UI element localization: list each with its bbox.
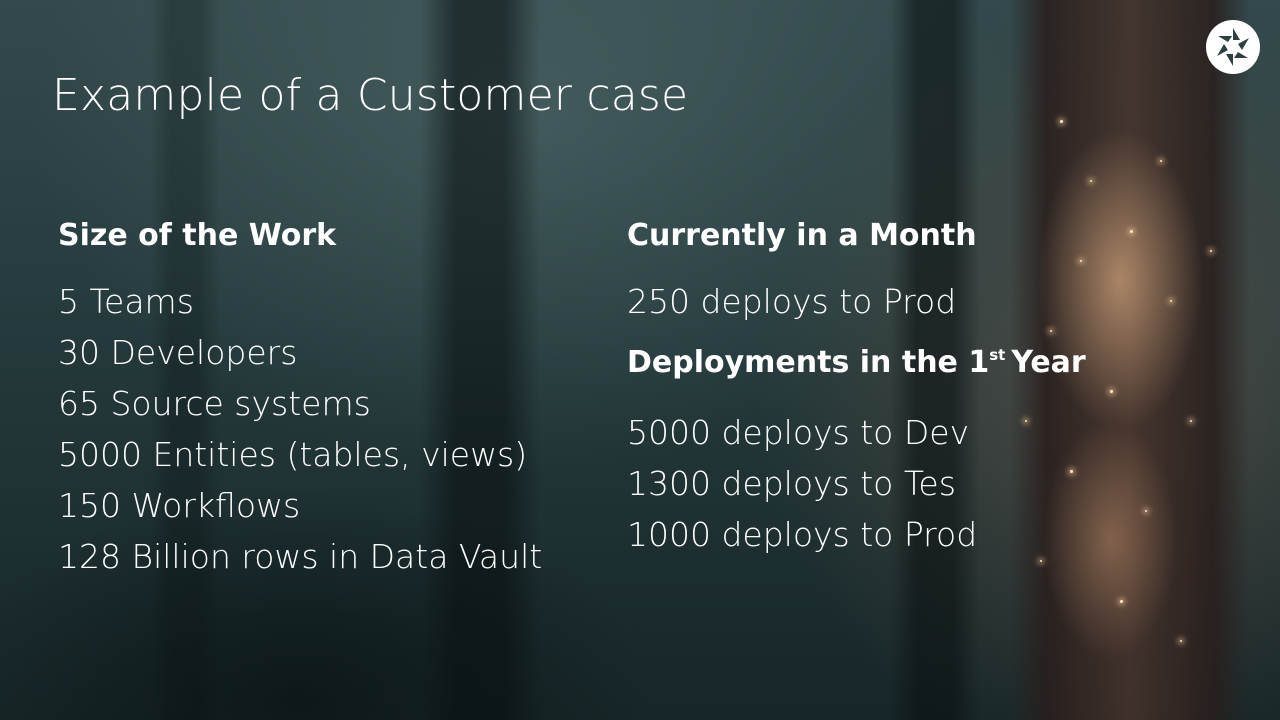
slide-title: Example of a Customer case [52, 70, 689, 121]
sparkle [1090, 180, 1092, 182]
sparkle [1210, 250, 1212, 252]
list-item: 5000 Entities (tables, views) [58, 435, 528, 474]
sparkle [1050, 330, 1052, 332]
sparkle [1160, 160, 1162, 162]
list-item: 65 Source systems [58, 384, 371, 423]
sparkle [1080, 260, 1082, 262]
sparkle [1180, 640, 1182, 642]
sparkle [1040, 560, 1042, 562]
glowing-tree-image [1010, 0, 1250, 720]
list-item: 128 Billion rows in Data Vault [58, 537, 543, 576]
size-of-work-column: Size of the Work 5 Teams 30 Developers 6… [58, 214, 598, 582]
list-item: 250 deploys to Prod [627, 282, 957, 321]
background-tree-trunk [890, 0, 980, 720]
list-item: 5000 deploys to Dev [627, 413, 970, 452]
sparkle [1145, 510, 1147, 512]
sparkle [1060, 120, 1063, 123]
background-tree-trunk [150, 0, 220, 720]
list-item: 30 Developers [58, 333, 298, 372]
sparkle [1070, 470, 1073, 473]
sparkle [1025, 420, 1027, 422]
yearly-heading-suffix: Year [1011, 345, 1086, 380]
sparkle [1170, 300, 1172, 302]
list-item: 150 Workflows [58, 486, 301, 525]
sparkle [1110, 390, 1113, 393]
list-item: 5 Teams [58, 282, 194, 321]
yearly-heading-prefix: Deployments in the 1 [627, 345, 990, 380]
monthly-heading: Currently in a Month [627, 218, 977, 253]
sparkle [1130, 230, 1133, 233]
deployments-column: Currently in a Month 250 deploys to Prod… [627, 214, 1147, 560]
yearly-heading-superscript: st [989, 346, 1006, 364]
yearly-heading: Deployments in the 1st Year [627, 341, 1147, 389]
list-item: 1300 deploys to Tes [627, 464, 956, 503]
sparkle [1120, 600, 1123, 603]
background-tree-trunk [420, 0, 540, 720]
list-item: 1000 deploys to Prod [627, 515, 978, 554]
size-of-work-heading: Size of the Work [58, 218, 337, 253]
sparkle [1190, 420, 1192, 422]
aperture-logo-icon [1206, 20, 1260, 74]
